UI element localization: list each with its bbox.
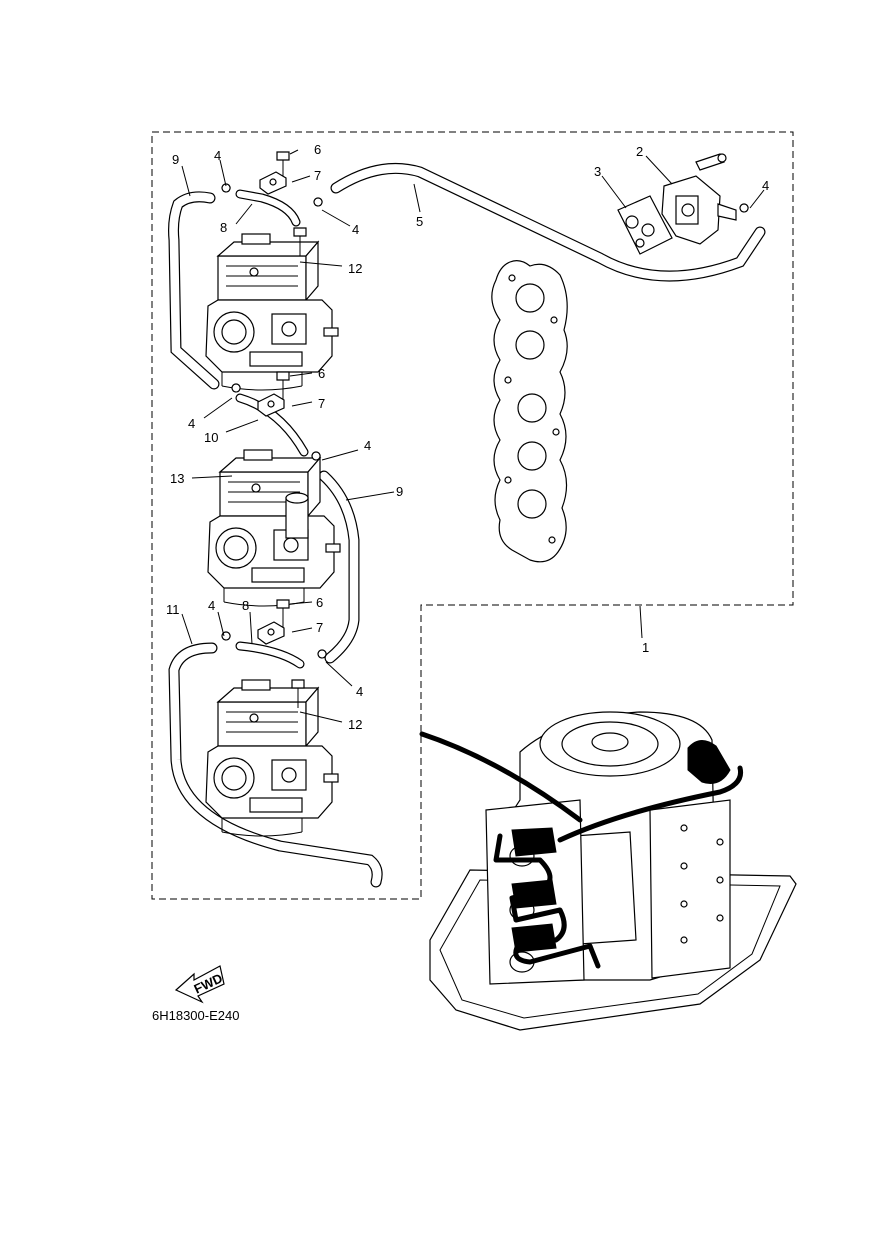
callout-4-b: 4 — [352, 222, 359, 237]
carburetor-middle — [207, 449, 341, 607]
fuel-pump-gasket — [617, 195, 673, 255]
callout-8-a: 8 — [220, 220, 227, 235]
callout-7-a: 7 — [314, 168, 321, 183]
callout-4-f: 4 — [208, 598, 215, 613]
callout-8-b: 8 — [242, 598, 249, 613]
callout-11: 11 — [166, 602, 180, 617]
callout-6-c: 6 — [316, 595, 323, 610]
clamp-7-upper — [259, 171, 287, 195]
carburetor-lower — [205, 679, 339, 837]
leader-lines — [181, 149, 765, 723]
callout-6-a: 6 — [314, 142, 321, 157]
fuel-pump — [661, 153, 737, 245]
callout-7-c: 7 — [316, 620, 323, 635]
screw-6-middle — [276, 371, 290, 401]
fwd-arrow: FWD — [174, 965, 225, 1004]
callout-3: 3 — [594, 164, 601, 179]
callout-4-a: 4 — [214, 148, 221, 163]
gasket-part — [491, 260, 568, 563]
outboard-engine — [419, 711, 797, 1031]
callout-4-g: 4 — [356, 684, 363, 699]
diagram-part-code: 6H18300-E240 — [152, 1008, 240, 1023]
callout-5: 5 — [416, 214, 423, 229]
callout-7-b: 7 — [318, 396, 325, 411]
callout-10: 10 — [204, 430, 218, 445]
callout-6-b: 6 — [318, 366, 325, 381]
callout-9-b: 9 — [396, 484, 403, 499]
assembly-outline — [151, 131, 794, 900]
callout-4-c: 4 — [762, 178, 769, 193]
callout-12-b: 12 — [348, 717, 362, 732]
clamp-7-lower — [257, 621, 285, 645]
callout-2: 2 — [636, 144, 643, 159]
fwd-label: FWD — [192, 970, 225, 996]
screw-6-lower — [276, 599, 290, 629]
clamp-7-middle — [257, 393, 285, 417]
callout-1: 1 — [642, 640, 649, 655]
callout-13: 13 — [170, 471, 184, 486]
callout-12-a: 12 — [348, 261, 362, 276]
callouts: 1 2 3 4 4 4 4 4 4 4 5 6 6 6 7 7 7 8 8 9 … — [166, 142, 769, 732]
callout-4-d: 4 — [188, 416, 195, 431]
callout-9-a: 9 — [172, 152, 179, 167]
callout-4-e: 4 — [364, 438, 371, 453]
